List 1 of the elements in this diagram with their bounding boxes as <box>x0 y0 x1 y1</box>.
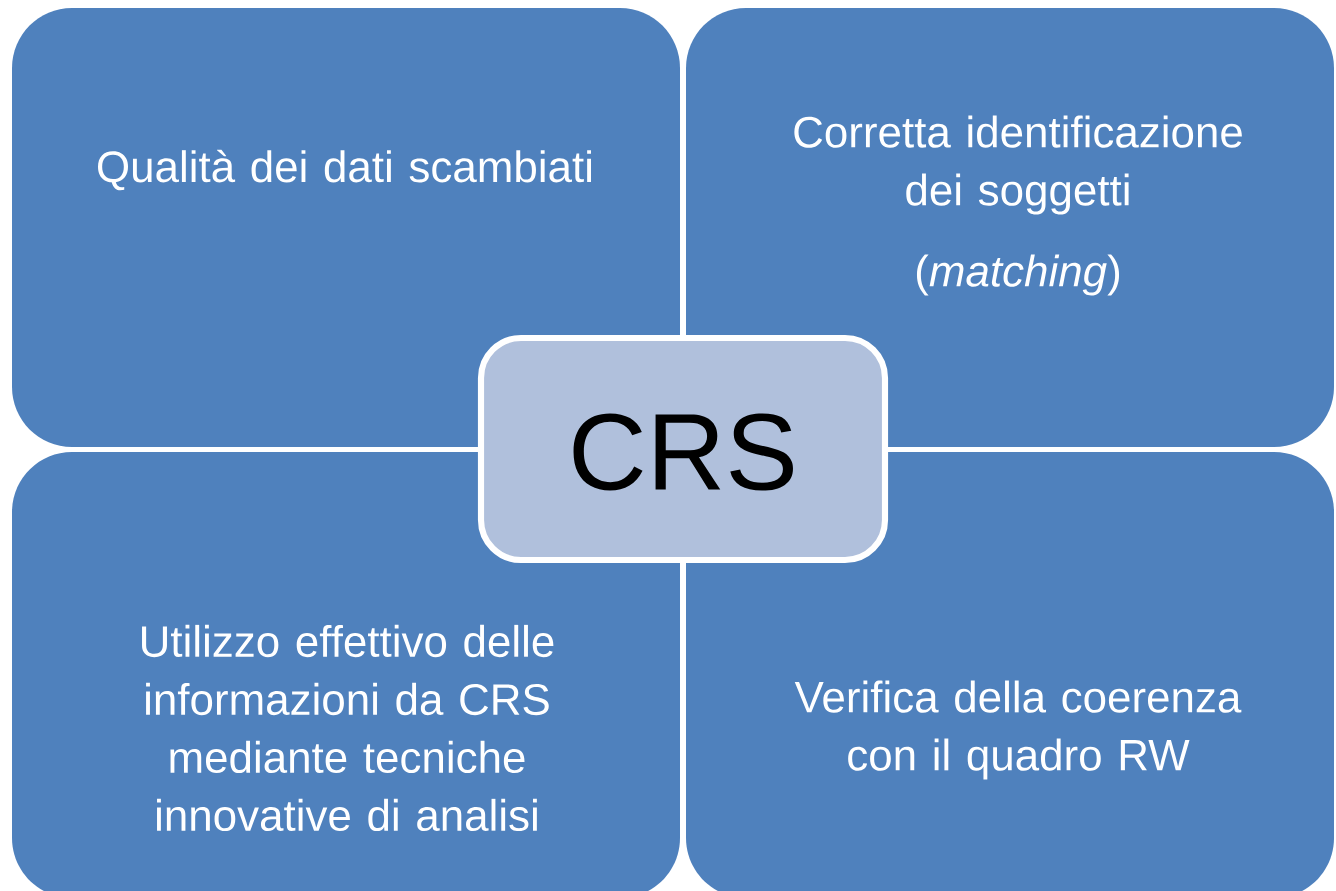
center-box: CRS <box>477 334 889 564</box>
